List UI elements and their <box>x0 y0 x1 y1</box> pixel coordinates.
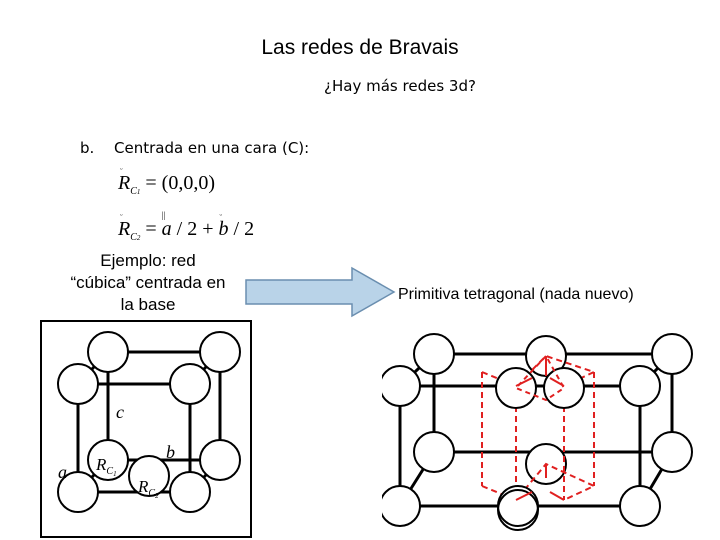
atoms <box>57 331 241 513</box>
eq1-rhs: = (0,0,0) <box>145 172 215 194</box>
equation-rc2: ᵕ RC2 = || a / 2 + ᵕ b / 2 <box>118 210 255 243</box>
list-item-label: b. <box>80 139 95 157</box>
list-item-text: Centrada en una cara (C): <box>114 139 310 157</box>
vector-a-label: a <box>58 462 67 482</box>
eq1-sub: C <box>130 186 137 197</box>
eq2-subsub: 2 <box>136 234 141 242</box>
example-line-3: la base <box>120 295 176 314</box>
rc2-label: RC2 <box>137 477 159 500</box>
eq2-equals: = <box>145 218 157 240</box>
eq2-mid: / 2 + <box>171 218 219 240</box>
page-subtitle: ¿Hay más redes 3d? <box>324 77 476 95</box>
example-line-1: Ejemplo: red <box>100 251 196 270</box>
list-item-b: b. Centrada en una cara (C): <box>80 139 309 157</box>
base-centered-cell-diagram: c b a RC1 RC2 <box>40 320 252 538</box>
rc1-label: RC1 <box>95 455 117 478</box>
atoms-back <box>413 333 693 485</box>
vector-b-label: b <box>166 442 175 462</box>
eq1-lhs: R <box>118 172 131 194</box>
eq2-lhs: R <box>118 218 131 240</box>
eq2-sub: C <box>130 232 137 243</box>
example-line-2: “cúbica” centrada en <box>70 273 226 292</box>
page-title: Las redes de Bravais <box>261 36 459 59</box>
vector-mark-icon: ᵕ <box>120 164 123 174</box>
primitive-tetragonal-diagram <box>382 333 693 531</box>
eq2-b: b <box>218 218 229 240</box>
equation-rc1: ᵕ RC1 = (0,0,0) <box>118 164 215 197</box>
eq2-a: a <box>161 218 172 240</box>
vector-mark-icon: || <box>161 210 166 220</box>
vector-c-label: c <box>116 402 124 422</box>
result-caption: Primitiva tetragonal (nada nuevo) <box>398 286 634 303</box>
primitive-cell-accents <box>514 354 566 501</box>
vector-mark-icon: ᵕ <box>120 210 123 220</box>
atoms-front <box>382 365 661 531</box>
example-caption: Ejemplo: red “cúbica” centrada en la bas… <box>48 250 248 316</box>
eq1-subsub: 1 <box>136 188 141 196</box>
vector-mark-icon: ᵕ <box>219 210 223 220</box>
arrow-right-icon <box>245 266 396 318</box>
eq2-end: / 2 <box>228 218 255 240</box>
